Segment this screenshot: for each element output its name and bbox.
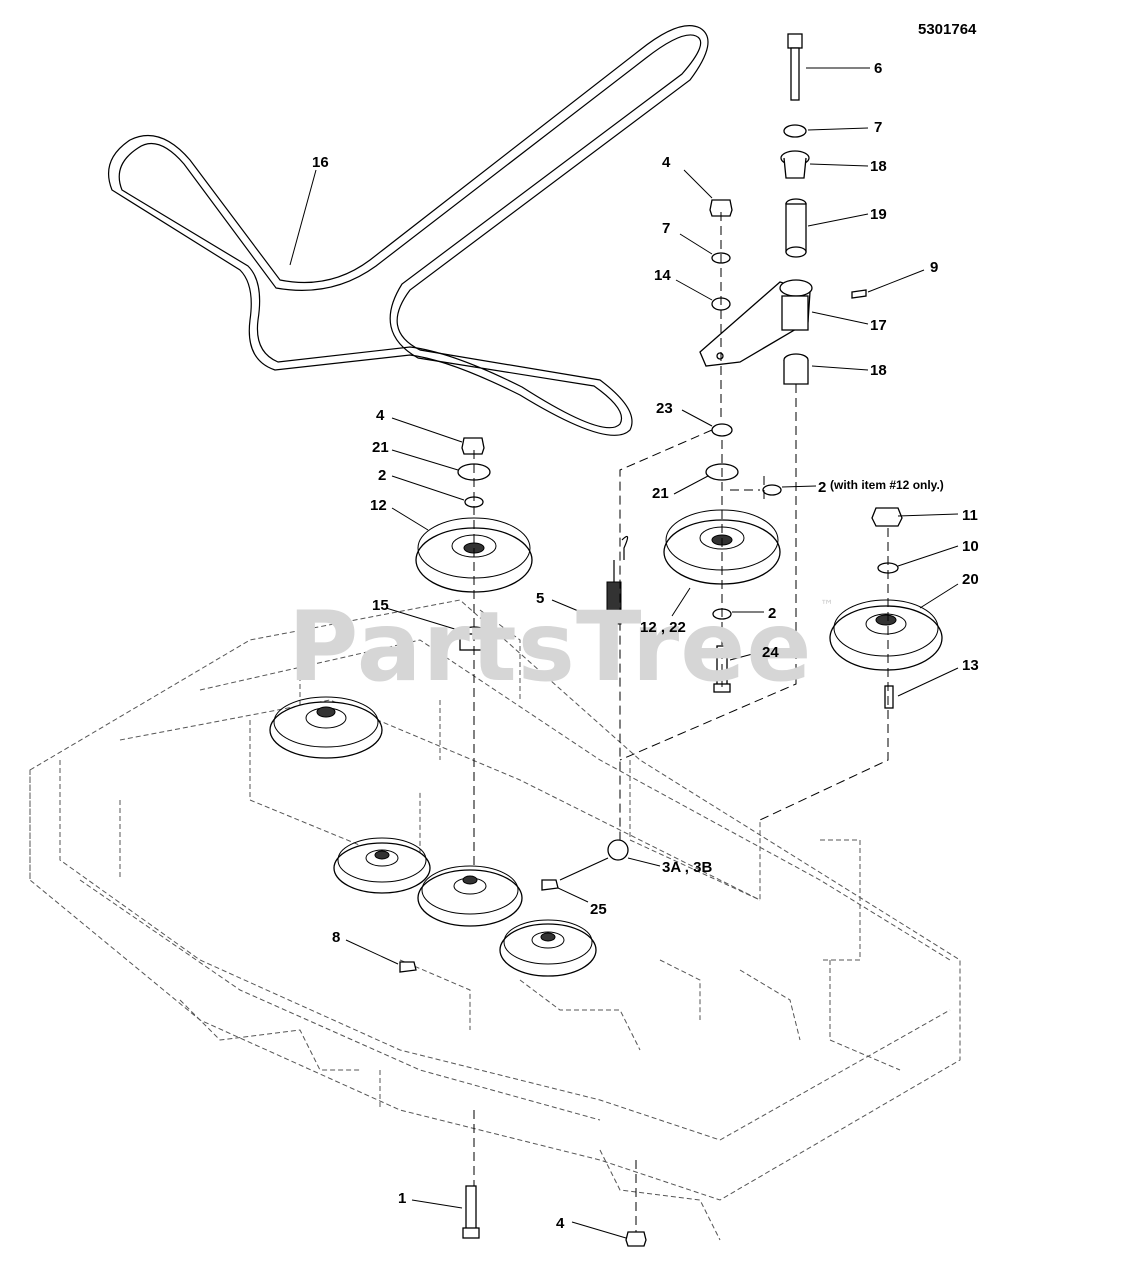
callout-9: 9 <box>930 259 938 276</box>
assembly-lines <box>473 212 889 1232</box>
spring <box>601 535 629 637</box>
callout-18: 18 <box>870 158 887 175</box>
callout-21: 21 <box>652 485 669 502</box>
deck-pulley-center-left <box>333 837 431 894</box>
bushing-bottom <box>783 353 809 385</box>
callout-4: 4 <box>662 154 671 171</box>
callout-14: 14 <box>654 267 671 284</box>
leader-lines <box>289 67 959 1239</box>
note-with-item-12: (with item #12 only.) <box>830 478 944 492</box>
callout-12: 12 <box>370 497 387 514</box>
deck-pulley-center <box>417 865 523 927</box>
callouts: 6 7 18 19 9 17 18 4 7 14 16 23 21 2 (wit… <box>312 60 979 1232</box>
eyebolt <box>559 839 629 881</box>
callout-7: 7 <box>874 119 882 136</box>
callout-23: 23 <box>656 400 673 417</box>
nut <box>709 199 733 217</box>
belt <box>108 25 709 436</box>
callout-3a-3b: 3A , 3B <box>662 859 712 876</box>
bushing-top <box>780 150 810 179</box>
part-number: 5301764 <box>918 21 977 38</box>
deck-pulley-right <box>499 919 597 977</box>
callout-2: 2 <box>768 605 776 622</box>
trademark: ™ <box>820 598 834 614</box>
callout-24: 24 <box>762 644 779 661</box>
callout-13: 13 <box>962 657 979 674</box>
nut <box>625 1231 647 1247</box>
callout-20: 20 <box>962 571 979 588</box>
callout-12-22: 12 , 22 <box>640 619 686 636</box>
callout-25: 25 <box>590 901 607 918</box>
callout-2: 2 <box>378 467 386 484</box>
washer <box>783 124 807 138</box>
callout-15: 15 <box>372 597 389 614</box>
callout-10: 10 <box>962 538 979 555</box>
bolt <box>787 33 803 101</box>
callout-7: 7 <box>662 220 670 237</box>
callout-1: 1 <box>398 1190 406 1207</box>
callout-11: 11 <box>962 507 978 524</box>
callout-21: 21 <box>372 439 389 456</box>
callout-6: 6 <box>874 60 882 77</box>
watermark: PartsTree <box>288 591 812 703</box>
nut <box>541 879 559 891</box>
drive-pulley <box>829 599 943 671</box>
callout-19: 19 <box>870 206 887 223</box>
idler-arm <box>699 279 813 367</box>
callout-2: 2 <box>818 479 826 496</box>
callout-16: 16 <box>312 154 329 171</box>
callout-18: 18 <box>870 362 887 379</box>
callout-4: 4 <box>376 407 385 424</box>
grease-fitting <box>851 289 867 299</box>
washer <box>762 484 782 496</box>
callout-5: 5 <box>536 590 544 607</box>
nut <box>461 437 485 455</box>
callout-17: 17 <box>870 317 887 334</box>
deck-pulley-left <box>269 696 383 759</box>
key <box>884 685 894 709</box>
callout-4: 4 <box>556 1215 565 1232</box>
spacer-tube <box>785 198 807 258</box>
spacer <box>711 423 733 437</box>
nut <box>871 507 903 527</box>
callout-8: 8 <box>332 929 340 946</box>
nut <box>399 961 417 973</box>
bolt-bottom <box>462 1185 480 1239</box>
